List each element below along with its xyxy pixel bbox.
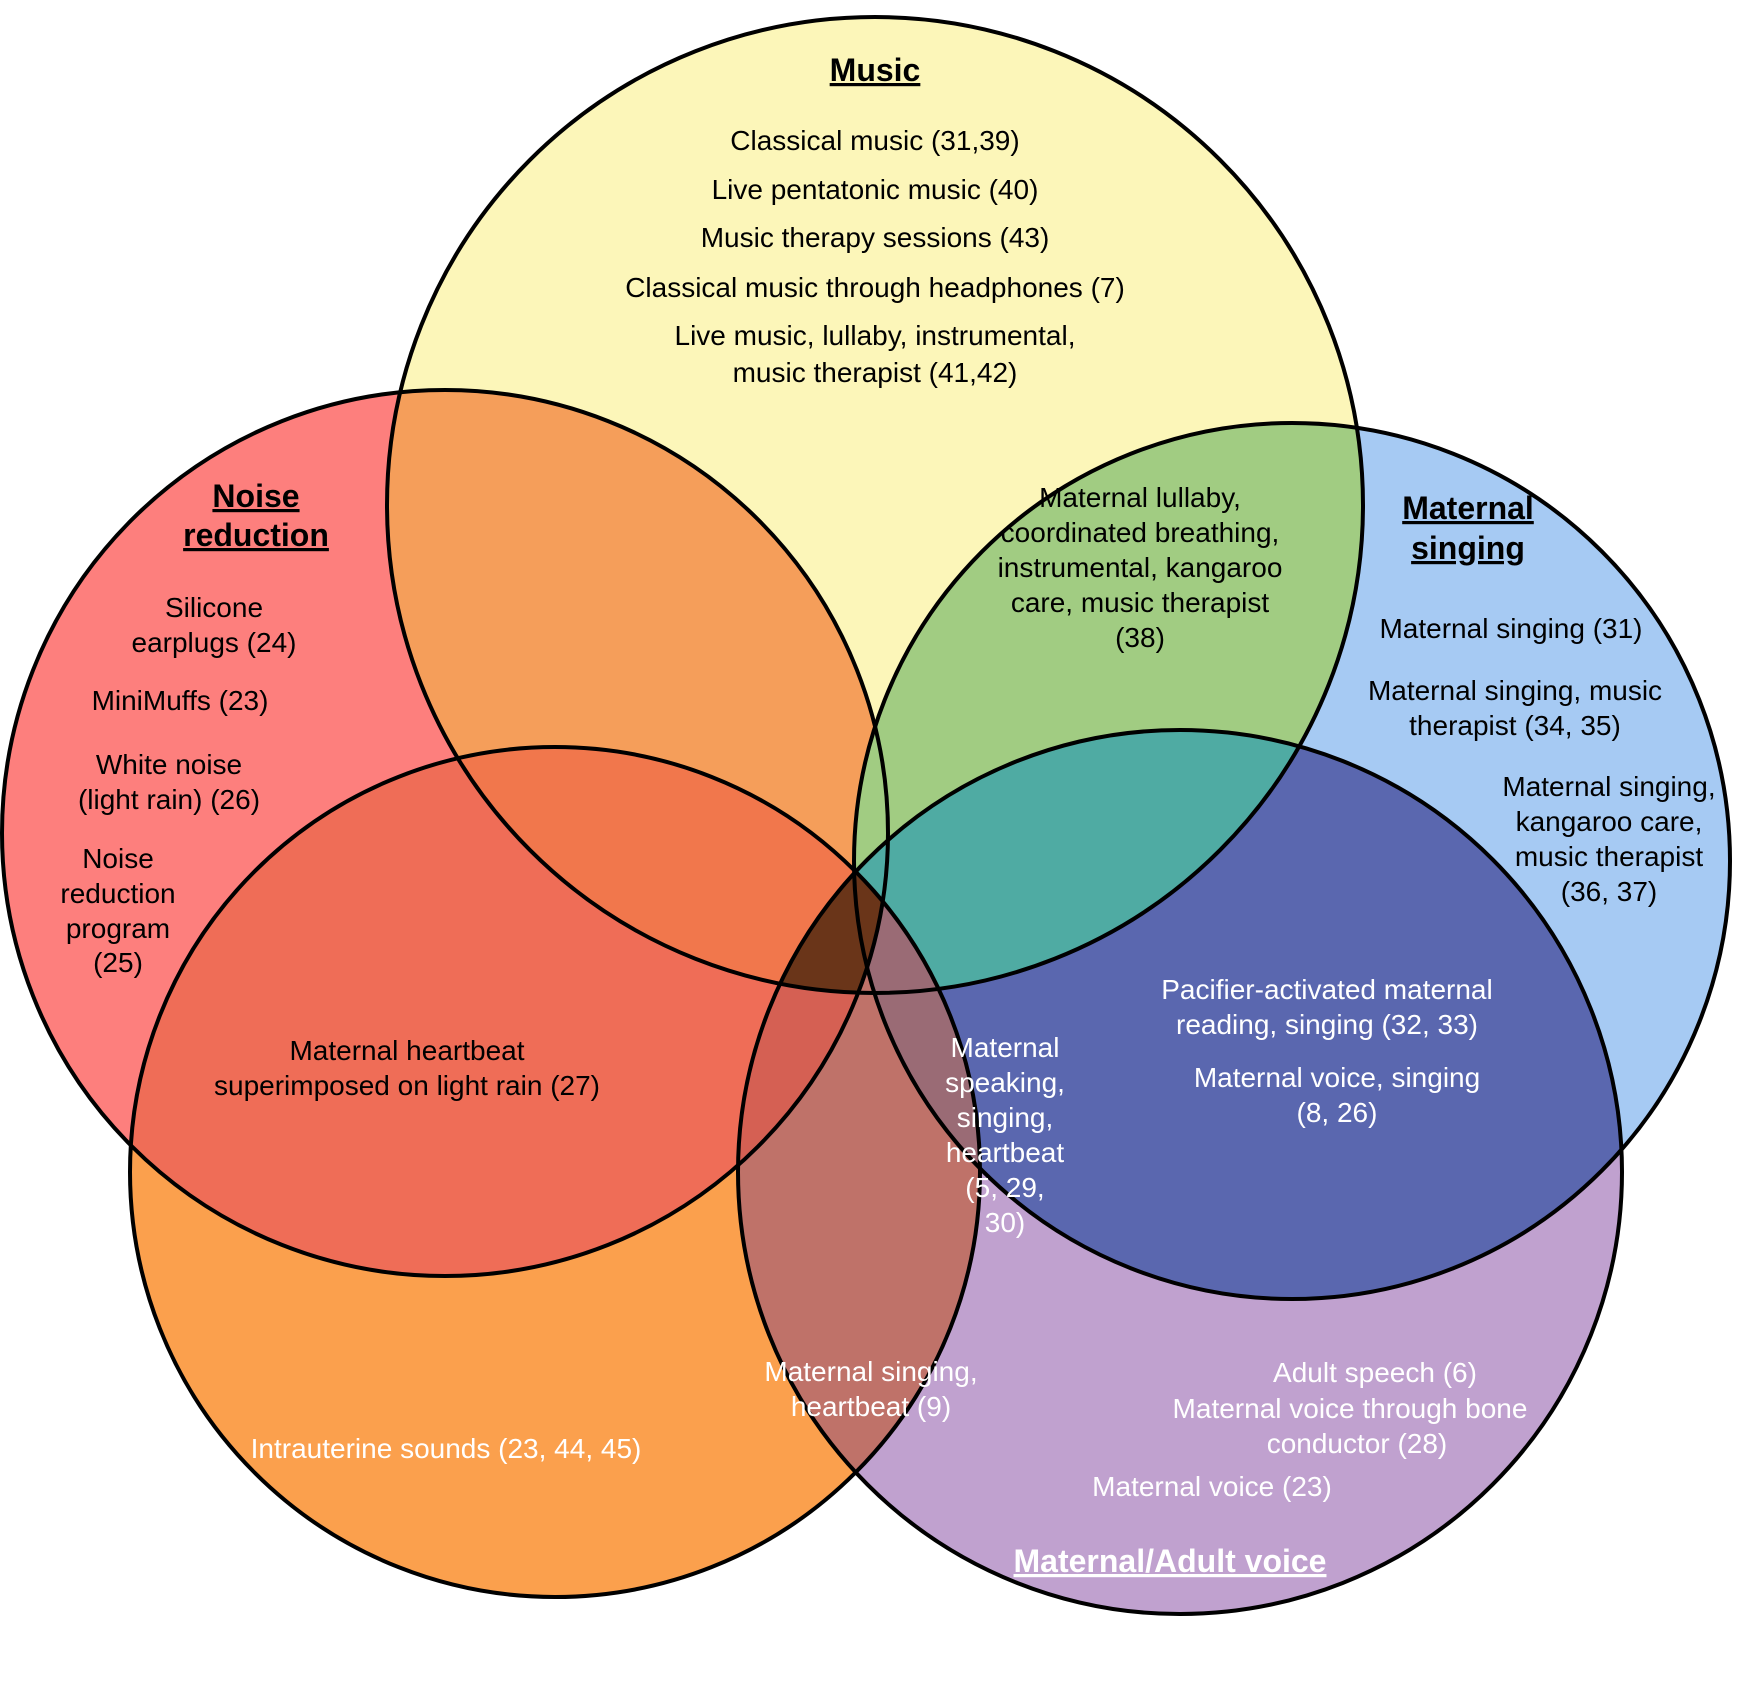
music-item: Music therapy sessions (43) [701, 222, 1050, 253]
singing-item: Maternal singing (31) [1379, 613, 1642, 644]
noise-item: (light rain) (26) [78, 784, 260, 815]
music-item: music therapist (41,42) [733, 357, 1018, 388]
heartbeat-rain-item: Maternal heartbeat [289, 1035, 524, 1066]
noise-item: earplugs (24) [132, 627, 297, 658]
pacifier-item: Maternal voice, singing [1194, 1062, 1480, 1093]
center-item: heartbeat [946, 1137, 1065, 1168]
noise-item: program [66, 913, 170, 944]
lullaby-item: care, music therapist [1011, 587, 1270, 618]
voice-item: Maternal voice through bone [1173, 1393, 1528, 1424]
maternal-voice-header: Maternal/Adult voice [1014, 1543, 1327, 1579]
center-item: Maternal [951, 1032, 1060, 1063]
music-item: Classical music through headphones (7) [625, 272, 1125, 303]
singing-item: therapist (34, 35) [1409, 710, 1621, 741]
voice-item: Maternal voice (23) [1092, 1471, 1332, 1502]
noise-item: (25) [93, 947, 143, 978]
center-item: speaking, [945, 1067, 1065, 1098]
singing-item: (36, 37) [1561, 876, 1658, 907]
singing-heartbeat-item: Maternal singing, [764, 1356, 977, 1387]
heartbeat-rain-item: superimposed on light rain (27) [214, 1070, 600, 1101]
noise-reduction-header: Noise [212, 478, 299, 514]
center-item: singing, [957, 1102, 1054, 1133]
music-item: Classical music (31,39) [730, 125, 1019, 156]
noise-item: reduction [60, 878, 175, 909]
lullaby-item: (38) [1115, 622, 1165, 653]
noise-item: White noise [96, 749, 242, 780]
womb-item: Intrauterine sounds (23, 44, 45) [251, 1433, 642, 1464]
noise-item: Silicone [165, 592, 263, 623]
music-item: Live pentatonic music (40) [712, 174, 1039, 205]
singing-item: music therapist [1515, 841, 1704, 872]
noise-item: Noise [82, 843, 154, 874]
maternal-singing-header: Maternal [1402, 490, 1534, 526]
music-item: Live music, lullaby, instrumental, [675, 320, 1076, 351]
voice-item: conductor (28) [1267, 1428, 1448, 1459]
center-item: 30) [985, 1207, 1025, 1238]
lullaby-item: coordinated breathing, [1001, 517, 1280, 548]
maternal-singing-header: singing [1411, 530, 1525, 566]
center-item: (5, 29, [965, 1172, 1044, 1203]
singing-heartbeat-item: heartbeat (9) [791, 1391, 951, 1422]
lullaby-item: instrumental, kangaroo [998, 552, 1283, 583]
womb-sounds-header: Womb sounds [445, 1593, 665, 1629]
noise-reduction-header: reduction [183, 517, 329, 553]
voice-item: Adult speech (6) [1273, 1357, 1477, 1388]
noise-item: MiniMuffs (23) [92, 685, 269, 716]
singing-item: Maternal singing, [1502, 771, 1715, 802]
music-header: Music [830, 52, 921, 88]
pacifier-item: Pacifier-activated maternal [1161, 974, 1492, 1005]
singing-item: Maternal singing, music [1368, 675, 1662, 706]
lullaby-item: Maternal lullaby, [1039, 482, 1241, 513]
pacifier-item: reading, singing (32, 33) [1176, 1009, 1478, 1040]
circle-outlines [0, 15, 1732, 1616]
music-noise-womb-overlap [387, 747, 888, 993]
pacifier-item: (8, 26) [1297, 1097, 1378, 1128]
singing-item: kangaroo care, [1516, 806, 1703, 837]
